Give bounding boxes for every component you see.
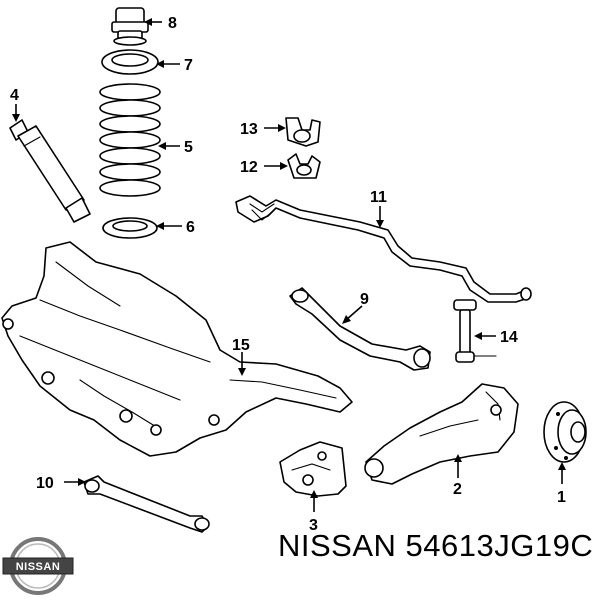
part-14-stabilizer-link (453, 299, 497, 363)
callout-7: 7 (184, 57, 193, 74)
part-10-lower-link (83, 475, 210, 533)
callout-14: 14 (500, 329, 518, 346)
callout-labels: 8 7 5 6 4 13 12 11 9 14 15 10 3 2 1 (10, 15, 566, 534)
part-7-upper-spring-seat (101, 49, 159, 75)
part-13-stabilizer-clamp (285, 117, 321, 147)
callout-1: 1 (557, 489, 566, 506)
part-number-caption: NISSAN 54613JG19C (278, 528, 594, 563)
callout-13: 13 (240, 121, 258, 138)
callout-9: 9 (360, 291, 369, 308)
part-5-coil-spring (99, 83, 161, 197)
part-12-stabilizer-bushing (287, 153, 321, 179)
part-1-hub (543, 401, 587, 463)
callout-8: 8 (168, 15, 177, 32)
part-11-stabilizer-bar (235, 195, 532, 303)
callout-5: 5 (184, 139, 193, 156)
part-15-rear-subframe (1, 241, 353, 457)
leader-arrows (12, 18, 566, 512)
callout-2: 2 (453, 481, 462, 498)
part-9-upper-arm (289, 287, 431, 371)
part-3-bracket (279, 441, 347, 497)
callout-11: 11 (370, 189, 387, 206)
part-2-knuckle (364, 383, 519, 485)
logo-text: NISSAN (16, 561, 61, 573)
callout-15: 15 (232, 337, 250, 354)
callout-4: 4 (10, 87, 19, 104)
part-6-lower-spring-seat (102, 217, 158, 239)
part-4-shock-absorber (9, 119, 91, 223)
callout-10: 10 (36, 475, 54, 492)
nissan-logo: NISSAN (2, 537, 74, 595)
callout-6: 6 (186, 219, 195, 236)
part-8-bump-stop (111, 7, 149, 46)
callout-12: 12 (240, 159, 258, 176)
callout-3: 3 (309, 517, 318, 534)
